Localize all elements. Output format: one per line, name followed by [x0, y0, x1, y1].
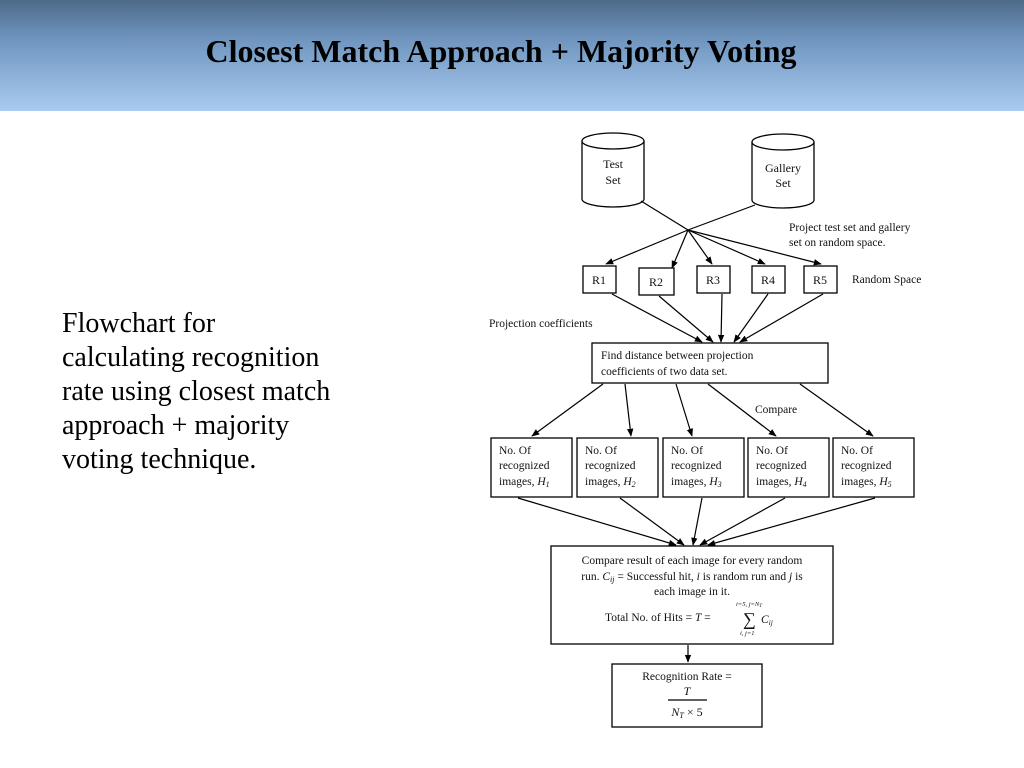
result-text: images, H1 [499, 476, 550, 489]
compare-text-line1: Compare result of each image for every r… [582, 555, 803, 567]
coefficient-arrows [611, 293, 824, 343]
description-line: rate using closest match [62, 376, 331, 407]
distance-box-text: coefficients of two data set. [601, 366, 728, 378]
arrow-h3-compare [691, 497, 703, 546]
sum-symbol: ∑ [743, 609, 756, 629]
r3-label: R3 [706, 273, 720, 287]
projection-arrows [605, 200, 822, 269]
arrow-distance-h1 [531, 383, 604, 437]
result-text: No. Of [841, 445, 873, 457]
sum-term: Cij [761, 614, 773, 627]
gallery-set-cylinder: Gallery Set [751, 133, 815, 209]
test-set-label: Test [603, 157, 623, 171]
gallery-set-label: Set [775, 176, 791, 190]
gallery-set-label: Gallery [765, 161, 801, 175]
result-text: images, H3 [671, 476, 722, 489]
result-text: images, H4 [756, 476, 807, 489]
arrow-to-r3 [687, 229, 713, 265]
r4-label: R4 [761, 273, 775, 287]
arrow-h5-compare [707, 497, 876, 547]
result-text: images, H5 [841, 476, 892, 489]
r5-node [803, 265, 838, 294]
description-line: voting technique. [62, 444, 257, 475]
connector [687, 204, 756, 231]
result-text: recognized [671, 460, 722, 472]
r3-node [696, 265, 731, 294]
result-box-h2: No. Of recognized images, H2 [576, 437, 659, 498]
distance-box [591, 342, 829, 384]
rate-numerator: T [684, 684, 692, 698]
result-text: recognized [585, 460, 636, 472]
project-note: set on random space. [789, 237, 886, 249]
result-box-h3: No. Of recognized images, H3 [662, 437, 745, 498]
arrow-r3-distance [717, 293, 725, 343]
compare-text-line2: run. Cij = Successful hit, i is random r… [581, 571, 803, 584]
arrow-h2-compare [619, 497, 685, 546]
arrow-r1-distance [611, 293, 703, 343]
arrow-h4-compare [699, 497, 786, 546]
result-text: recognized [756, 460, 807, 472]
compare-text-line3: each image in it. [654, 586, 730, 598]
result-box-h5: No. Of recognized images, H5 [832, 437, 915, 498]
description-line: approach + majority [62, 410, 290, 441]
slide-description: Flowchart for calculating recognition ra… [62, 307, 402, 477]
compare-result-box: Compare result of each image for every r… [550, 545, 834, 645]
r2-node [638, 267, 675, 296]
result-box-h4: No. Of recognized images, H4 [747, 437, 830, 498]
arrow-to-r1 [605, 229, 689, 265]
arrow-distance-h3 [675, 383, 693, 437]
distance-box-text: Find distance between projection [601, 350, 754, 362]
projection-coefficients-label: Projection coefficients [489, 318, 593, 330]
r1-label: R1 [592, 273, 606, 287]
recognition-rate-label: Recognition Rate = [642, 671, 732, 683]
result-text: recognized [841, 460, 892, 472]
arrow-to-r5 [687, 229, 822, 266]
sum-lower-limit: i, j=1 [740, 630, 755, 637]
sum-upper-limit: i=5, j=NT [736, 601, 763, 609]
description-line: calculating recognition [62, 342, 320, 373]
result-text: recognized [499, 460, 550, 472]
recognition-rate-box: Recognition Rate = T NT × 5 [611, 663, 763, 728]
total-hits-formula: Total No. of Hits = T = [605, 612, 711, 624]
arrow-r4-distance [733, 293, 769, 343]
arrow-r2-distance [658, 295, 714, 343]
result-text: No. Of [756, 445, 788, 457]
hit-arrows [517, 497, 876, 547]
arrow-to-r2 [671, 229, 689, 269]
r1-node [582, 265, 617, 294]
r2-label: R2 [649, 275, 663, 289]
arrow-distance-h2 [624, 383, 634, 437]
result-text: No. Of [585, 445, 617, 457]
compare-label: Compare [755, 404, 797, 416]
random-space-nodes: R1 R2 R3 R4 R5 [582, 265, 838, 296]
project-note: Project test set and gallery [789, 222, 911, 234]
test-set-cylinder: Test Set [581, 132, 645, 208]
r4-node [751, 265, 786, 294]
connector [640, 200, 689, 231]
slide-title: Closest Match Approach + Majority Voting [205, 33, 797, 69]
title-banner [0, 0, 1024, 111]
result-boxes: No. Of recognized images, H1 No. Of reco… [490, 437, 915, 498]
arrow-distance-h5 [799, 383, 874, 437]
compare-arrows [531, 383, 874, 437]
arrow-distance-h4 [707, 383, 777, 437]
result-text: images, H2 [585, 476, 636, 489]
description-line: Flowchart for [62, 308, 216, 339]
rate-denominator: NT × 5 [670, 705, 702, 720]
arrow-to-r4 [687, 229, 766, 265]
test-set-label: Set [605, 173, 621, 187]
arrow-r5-distance [739, 293, 824, 343]
r5-label: R5 [813, 273, 827, 287]
arrow-h1-compare [517, 497, 677, 547]
result-box-h1: No. Of recognized images, H1 [490, 437, 573, 498]
random-space-label: Random Space [852, 274, 921, 286]
result-text: No. Of [499, 445, 531, 457]
result-text: No. Of [671, 445, 703, 457]
